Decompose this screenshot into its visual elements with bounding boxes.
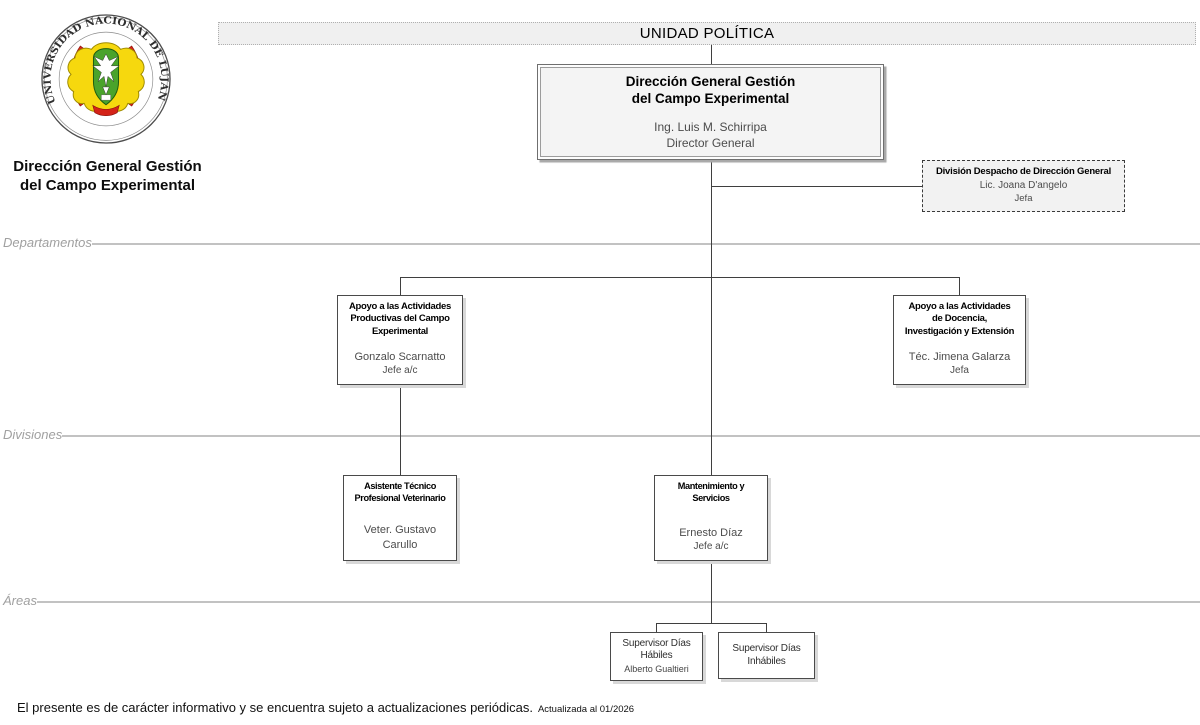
connector-area1-stub [656, 623, 657, 632]
unidad-politica-banner: UNIDAD POLÍTICA [218, 22, 1196, 45]
org-box-title: Apoyo a las Actividades Productivas del … [348, 301, 452, 337]
seal-outer-ring-2 [44, 17, 168, 141]
connector-areas-horizontal [656, 623, 767, 624]
org-box-role: Jefe a/c [693, 541, 729, 552]
org-box-title: Supervisor Días Hábiles [622, 637, 691, 662]
section-divider-departamentos: Departamentos [0, 235, 1200, 251]
org-box-title: Mantenimiento y Servicios [677, 481, 745, 503]
page-title: Dirección General Gestión del Campo Expe… [13, 158, 202, 194]
footer-updated: Actualizada al 01/2026 [537, 704, 635, 715]
seal-ribbon-bottom-icon [92, 104, 120, 116]
org-box-apoyo-productivas: Apoyo a las Actividades Productivas del … [337, 295, 463, 385]
connector-root-trunk [711, 160, 712, 475]
connector-dept1-division1 [400, 386, 401, 475]
seal-inner-ring [58, 31, 154, 127]
connector-departments-horizontal [400, 277, 960, 278]
org-box-name: Lic. Joana D'angelo [979, 180, 1068, 191]
org-box-name: Alberto Gualtieri [624, 663, 689, 674]
seal-plinth-icon [101, 94, 111, 101]
org-box-title: Apoyo a las Actividades de Docencia, Inv… [904, 301, 1015, 337]
divider-line [91, 243, 1200, 245]
org-box-supervisor-dias-inhabiles: Supervisor Días Inhábiles [718, 632, 815, 679]
org-box-asistente-veterinario: Asistente Técnico Profesional Veterinari… [343, 475, 457, 561]
connector-root-staff [712, 186, 922, 187]
footer-note: El presente es de carácter informativo y… [17, 699, 634, 717]
org-box-supervisor-dias-habiles: Supervisor Días Hábiles Alberto Gualtier… [610, 632, 703, 681]
org-box-title: División Despacho de Dirección General [935, 166, 1112, 177]
connector-area2-stub [766, 623, 767, 632]
org-box-name: Téc. Jimena Galarza [908, 350, 1011, 363]
connector-banner-root [711, 45, 712, 64]
section-label-divisiones: Divisiones [3, 427, 63, 442]
connector-dept2-stub [959, 277, 960, 295]
banner-label: UNIDAD POLÍTICA [639, 25, 775, 42]
section-divider-areas: Áreas [0, 593, 1200, 609]
section-divider-divisiones: Divisiones [0, 427, 1200, 443]
footer-disclaimer: El presente es de carácter informativo y… [17, 700, 533, 715]
seal-crest [67, 42, 145, 116]
divider-line [36, 601, 1200, 603]
seal-dove-tail-icon [102, 86, 110, 96]
org-box-apoyo-docencia: Apoyo a las Actividades de Docencia, Inv… [893, 295, 1026, 385]
org-box-direccion-general: Dirección General Gestión del Campo Expe… [537, 64, 884, 160]
org-box-title: Supervisor Días Inhábiles [732, 643, 801, 667]
org-box-title: Asistente Técnico Profesional Veterinari… [354, 481, 446, 503]
divider-line [62, 435, 1200, 437]
org-box-name: Ing. Luis M. Schirripa [654, 119, 767, 134]
org-box-title: Dirección General Gestión del Campo Expe… [625, 73, 796, 107]
org-box-division-despacho: División Despacho de Dirección General L… [922, 160, 1125, 212]
university-seal-logo: UNIVERSIDAD NACIONAL DE LUJÁN [41, 14, 171, 144]
org-box-role: Jefa [950, 365, 969, 376]
connector-dept1-stub [400, 277, 401, 295]
org-box-name: Ernesto Díaz [679, 526, 743, 539]
org-box-role: Director General [666, 136, 755, 151]
connector-division2-areas [711, 561, 712, 623]
org-box-mantenimiento-servicios: Mantenimiento y Servicios Ernesto Díaz J… [654, 475, 768, 561]
org-box-name: Veter. Gustavo Carullo [363, 524, 437, 551]
org-box-role: Jefe a/c [382, 365, 418, 376]
section-label-departamentos: Departamentos [3, 235, 92, 250]
org-box-name: Gonzalo Scarnatto [354, 350, 446, 363]
section-label-areas: Áreas [3, 593, 37, 608]
org-box-role: Jefa [1014, 192, 1033, 204]
